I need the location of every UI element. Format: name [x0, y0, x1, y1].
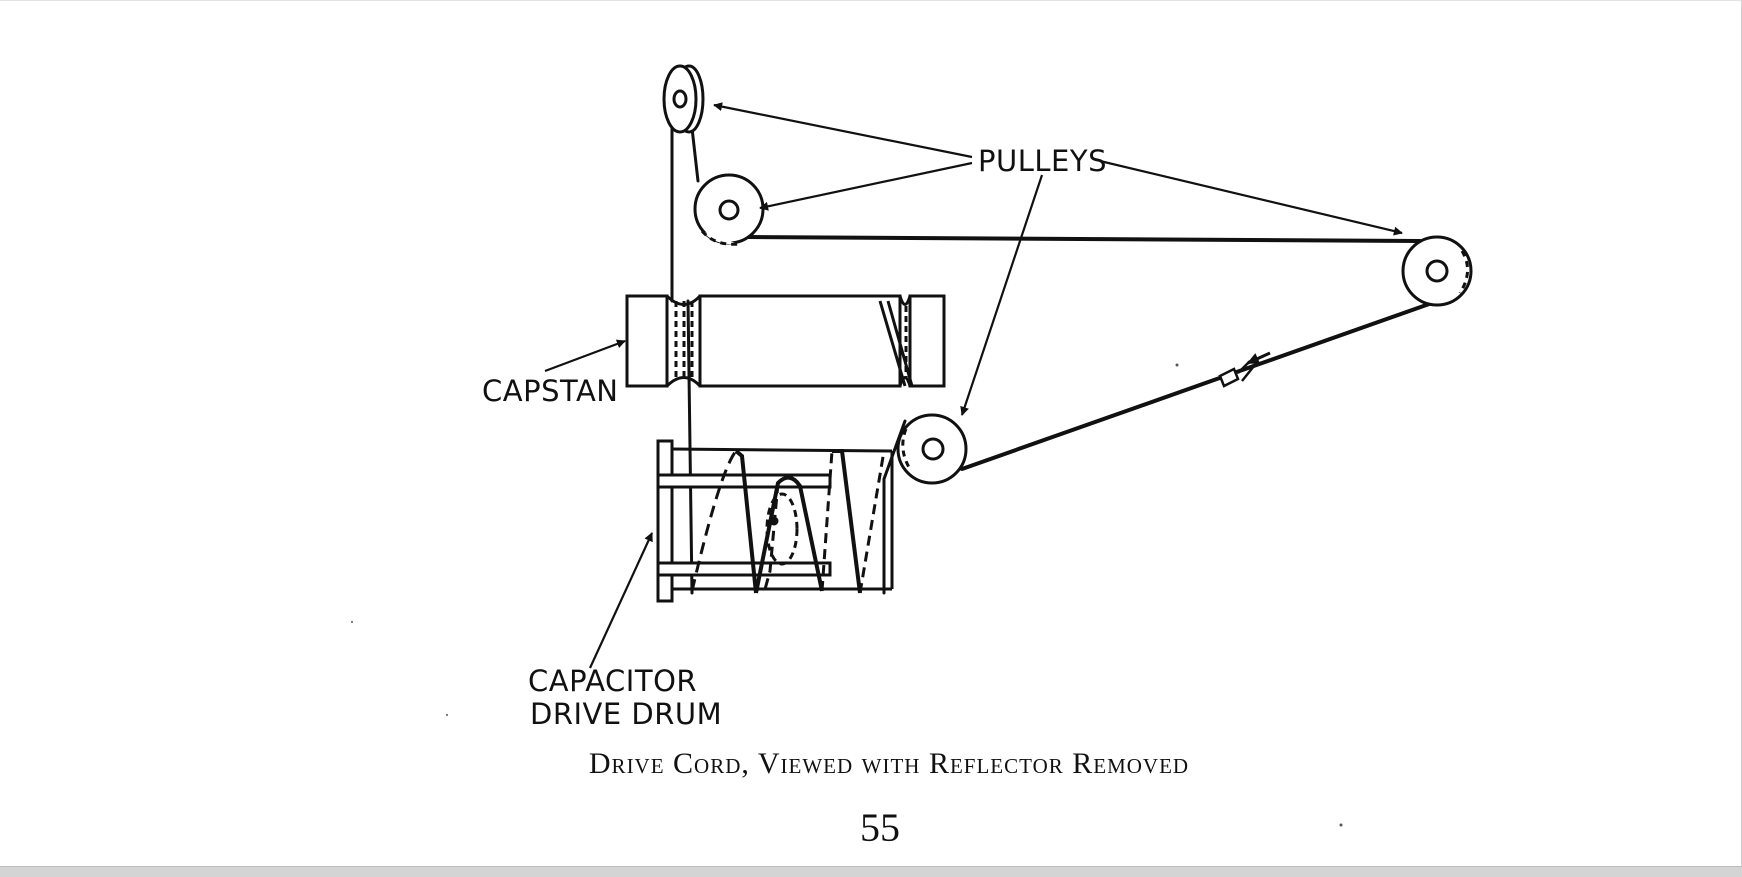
pulleys-leaders [713, 102, 1403, 416]
capstan [625, 294, 946, 388]
label-pulleys: PULLEYS [978, 144, 1107, 178]
capacitor-drive-drum [656, 439, 894, 603]
capstan-leader [544, 339, 626, 373]
label-capstan: CAPSTAN [482, 374, 618, 408]
scan-specks [351, 363, 1343, 827]
pulley-top [662, 64, 705, 134]
drum-leader [589, 532, 653, 669]
pulley-second [693, 173, 765, 246]
label-drum-line2: DRIVE DRUM [530, 697, 722, 731]
pulley-right [1401, 235, 1473, 307]
pulley-lower [896, 413, 968, 485]
page-number: 55 [860, 805, 900, 850]
cord-turnbuckle [1218, 360, 1255, 388]
viewer-bottom-edge [0, 866, 1742, 877]
label-drum-line1: CAPACITOR [528, 664, 697, 698]
figure-caption: Drive Cord, Viewed with Reflector Remove… [588, 747, 1190, 780]
